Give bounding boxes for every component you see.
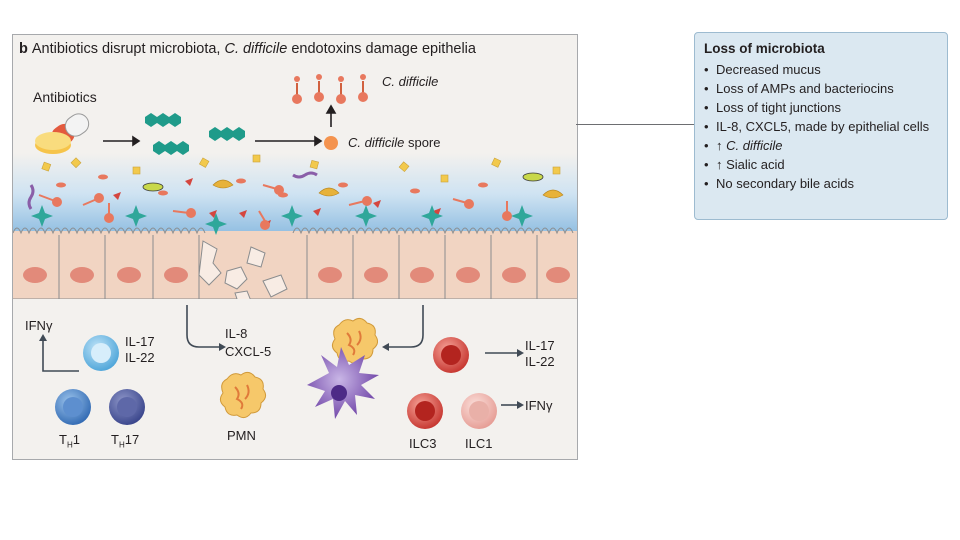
list-item: •No secondary bile acids (704, 176, 855, 191)
info-box-list: •Decreased mucus •Loss of AMPs and bacte… (704, 60, 944, 193)
figure-illustration (13, 74, 577, 459)
label-th17: TH17 (111, 432, 140, 450)
label-il17-left: IL-17 (125, 334, 155, 349)
label-c-difficile: C. difficile (382, 74, 439, 89)
list-item: •↑ C. difficile (704, 138, 783, 153)
list-item: •Loss of tight junctions (704, 100, 842, 115)
label-antibiotics: Antibiotics (33, 89, 97, 105)
label-cxcl5: CXCL-5 (225, 344, 272, 359)
panel-letter: b (19, 41, 28, 57)
list-item: •↑ Sialic acid (704, 157, 785, 172)
panel-title-italic: C. difficile (224, 41, 288, 57)
c-difficile-cells (292, 74, 368, 104)
label-il22-left: IL-22 (125, 350, 155, 365)
label-ilc1: ILC1 (465, 436, 493, 451)
callout-connector (576, 124, 694, 125)
label-pmn: PMN (227, 428, 256, 443)
epithelium (13, 227, 577, 306)
label-c-difficile-spore: C. difficile spore (348, 135, 441, 150)
luminal-contents (27, 154, 564, 235)
label-ifng-right: IFNγ (525, 398, 553, 413)
commensal-bacteria-cluster (145, 113, 245, 155)
info-box-loss-of-microbiota: Loss of microbiota •Decreased mucus •Los… (694, 32, 948, 220)
list-item: •Loss of AMPs and bacteriocins (704, 81, 894, 96)
label-il8: IL-8 (225, 326, 248, 341)
info-box-title: Loss of microbiota (704, 41, 825, 56)
list-item: •IL-8, CXCL5, made by epithelial cells (704, 119, 930, 134)
label-il22-right: IL-22 (525, 354, 555, 369)
label-ifng-left: IFNγ (25, 318, 53, 333)
label-il17-right: IL-17 (525, 338, 555, 353)
list-item: •Decreased mucus (704, 62, 821, 77)
panel-title-suffix: endotoxins damage epithelia (287, 41, 476, 57)
neutrophil-pmn (219, 371, 267, 419)
c-difficile-spore (324, 136, 338, 150)
label-th1: TH1 (59, 432, 80, 450)
label-ilc3: ILC3 (409, 436, 437, 451)
antibiotics-pills-icon (35, 113, 90, 154)
dendritic-cell (307, 347, 379, 419)
panel-title-prefix: Antibiotics disrupt microbiota, (31, 41, 225, 57)
neutrophil-top (331, 317, 379, 365)
